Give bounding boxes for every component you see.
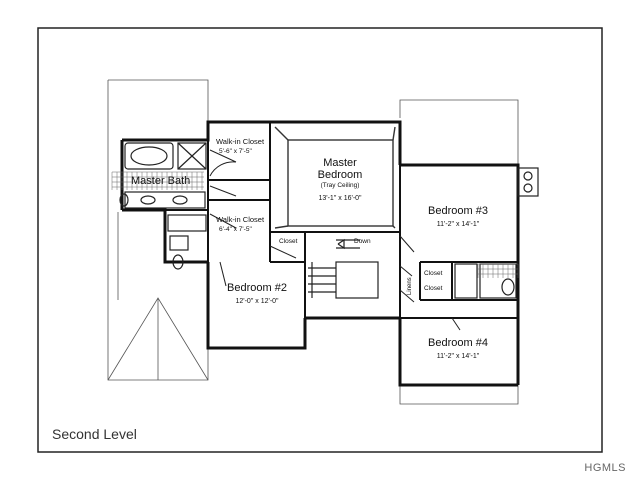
closet-lower-label: Closet bbox=[424, 285, 443, 292]
master-bedroom-note: (Tray Ceiling) bbox=[321, 182, 360, 189]
bedroom-3-label: Bedroom #3 bbox=[428, 205, 488, 217]
watermark: HGMLS bbox=[584, 462, 626, 474]
door-swings bbox=[209, 149, 461, 331]
closet-bumpout bbox=[517, 167, 539, 197]
linens-label: Linens bbox=[407, 277, 413, 295]
stair-down-label: Down bbox=[354, 238, 371, 245]
plan-caption: Second Level bbox=[52, 426, 137, 442]
walkin-closet-1-label: Walk-in Closet bbox=[216, 137, 265, 146]
closet-upper-label: Closet bbox=[424, 270, 443, 277]
master-bedroom-label-1: Master bbox=[323, 157, 357, 169]
bedroom-2-dims: 12'-0" x 12'-0" bbox=[235, 298, 279, 305]
master-bath-label: Master Bath bbox=[131, 175, 190, 187]
master-bedroom-dims: 13'-1" x 16'-0" bbox=[318, 195, 362, 202]
walkin-closet-2-dims: 6'-4" x 7'-5" bbox=[219, 226, 252, 233]
tile-floor-right bbox=[477, 263, 519, 278]
bedroom-4-dims: 11'-2" x 14'-1" bbox=[437, 353, 480, 360]
exterior-walls bbox=[120, 120, 520, 387]
hall-bath-left bbox=[167, 214, 207, 270]
tile-floor bbox=[111, 171, 204, 190]
bedroom-4-label: Bedroom #4 bbox=[428, 337, 488, 349]
roof-outline-right bbox=[399, 99, 519, 405]
tub bbox=[124, 142, 207, 170]
walkin-closet-1-dims: 5'-6" x 7'-5" bbox=[219, 148, 252, 155]
master-bedroom-label-2: Bedroom bbox=[318, 169, 363, 181]
tray-ceiling bbox=[274, 126, 396, 229]
bedroom-2-label: Bedroom #2 bbox=[227, 282, 287, 294]
stairwell bbox=[308, 238, 379, 299]
bedroom-3-dims: 11'-2" x 14'-1" bbox=[437, 221, 480, 228]
walkin-closet-2-label: Walk-in Closet bbox=[216, 215, 265, 224]
plan-frame bbox=[37, 27, 603, 453]
closet-hall-label: Closet bbox=[279, 238, 298, 245]
interior-walls bbox=[165, 122, 518, 319]
roof-outline-left bbox=[107, 79, 209, 381]
vanity bbox=[119, 191, 206, 209]
